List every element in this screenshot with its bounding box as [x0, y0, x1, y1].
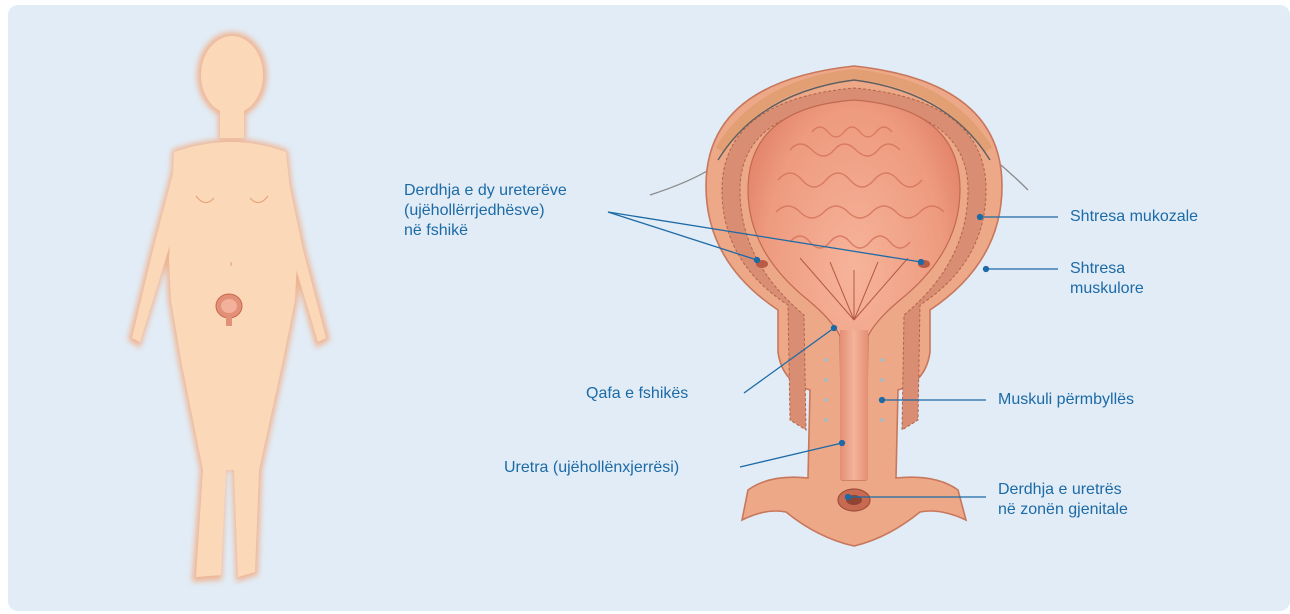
label-muscle-layer: Shtresa muskulore — [1070, 259, 1144, 299]
bladder-cross-section — [650, 66, 1028, 546]
label-ureter-openings: Derdhja e dy ureterëve (ujëhollërrjedhës… — [404, 181, 567, 241]
label-urethra: Uretra (ujëhollënxjerrësi) — [504, 458, 679, 478]
label-sphincter: Muskuli përmbyllës — [998, 390, 1134, 410]
label-mucosa: Shtresa mukozale — [1070, 207, 1198, 227]
label-urethral-opening: Derdhja e uretrës në zonën gjenitale — [998, 480, 1128, 520]
label-bladder-neck: Qafa e fshikës — [586, 384, 688, 404]
human-body-silhouette — [128, 32, 330, 582]
